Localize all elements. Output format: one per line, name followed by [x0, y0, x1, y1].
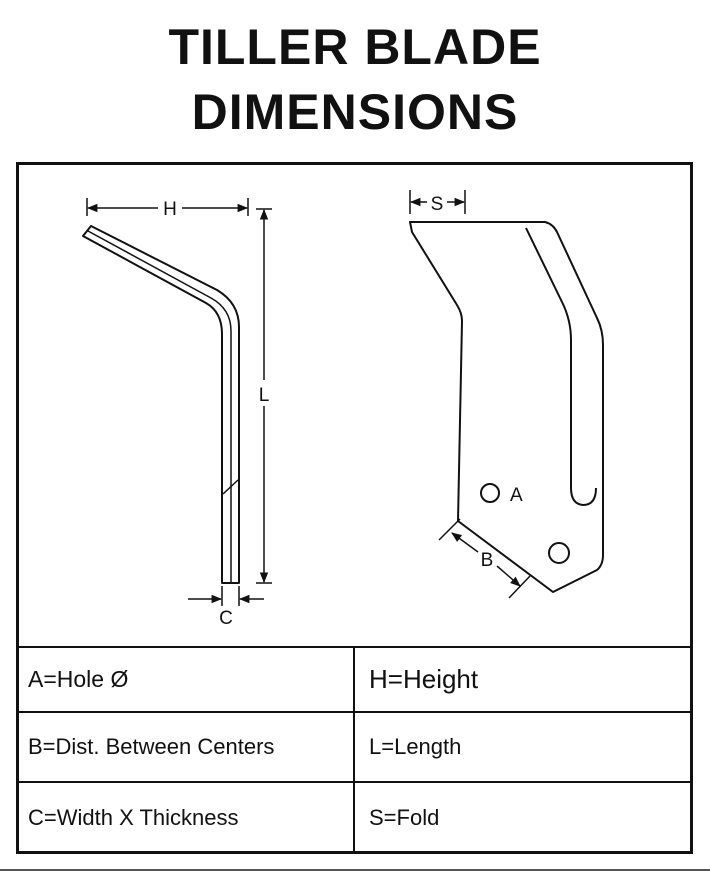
dimension-label-l: L	[259, 385, 270, 406]
dimension-s	[409, 190, 466, 214]
side-blade-outline	[82, 225, 240, 584]
page-bottom-rule	[0, 869, 710, 871]
legend-c-width-thickness: C=Width X Thickness	[28, 805, 239, 830]
hole-label-a: A	[510, 485, 523, 506]
dimension-h	[86, 198, 249, 216]
side-blade-inner-edge	[87, 230, 232, 583]
hole-b	[548, 542, 570, 564]
side-view-blade	[82, 225, 240, 584]
dimension-label-s: S	[431, 194, 444, 215]
legend-table: A=Hole Ø H=Height B=Dist. Between Center…	[16, 646, 693, 854]
legend-column-divider	[353, 646, 355, 854]
dimension-label-b: B	[481, 550, 494, 571]
legend-s-fold: S=Fold	[369, 805, 440, 830]
dimension-label-c: C	[219, 608, 233, 629]
front-view-blade	[409, 221, 604, 593]
dimension-l	[256, 208, 272, 584]
page-title-line-2: DIMENSIONS	[191, 84, 519, 140]
legend-b-distance: B=Dist. Between Centers	[28, 734, 275, 759]
front-blade-outline	[409, 221, 604, 593]
page-title-line-1: TILLER BLADE	[168, 19, 542, 75]
dimension-c	[188, 586, 264, 606]
hole-a	[480, 483, 500, 503]
side-blade-break-line	[222, 479, 239, 495]
dimension-b	[438, 518, 531, 599]
legend-l-length: L=Length	[369, 734, 462, 759]
dimension-label-h: H	[163, 199, 177, 220]
legend-h-height: H=Height	[369, 663, 479, 694]
legend-a-hole: A=Hole Ø	[28, 665, 129, 692]
front-blade-fold-line	[525, 227, 597, 506]
